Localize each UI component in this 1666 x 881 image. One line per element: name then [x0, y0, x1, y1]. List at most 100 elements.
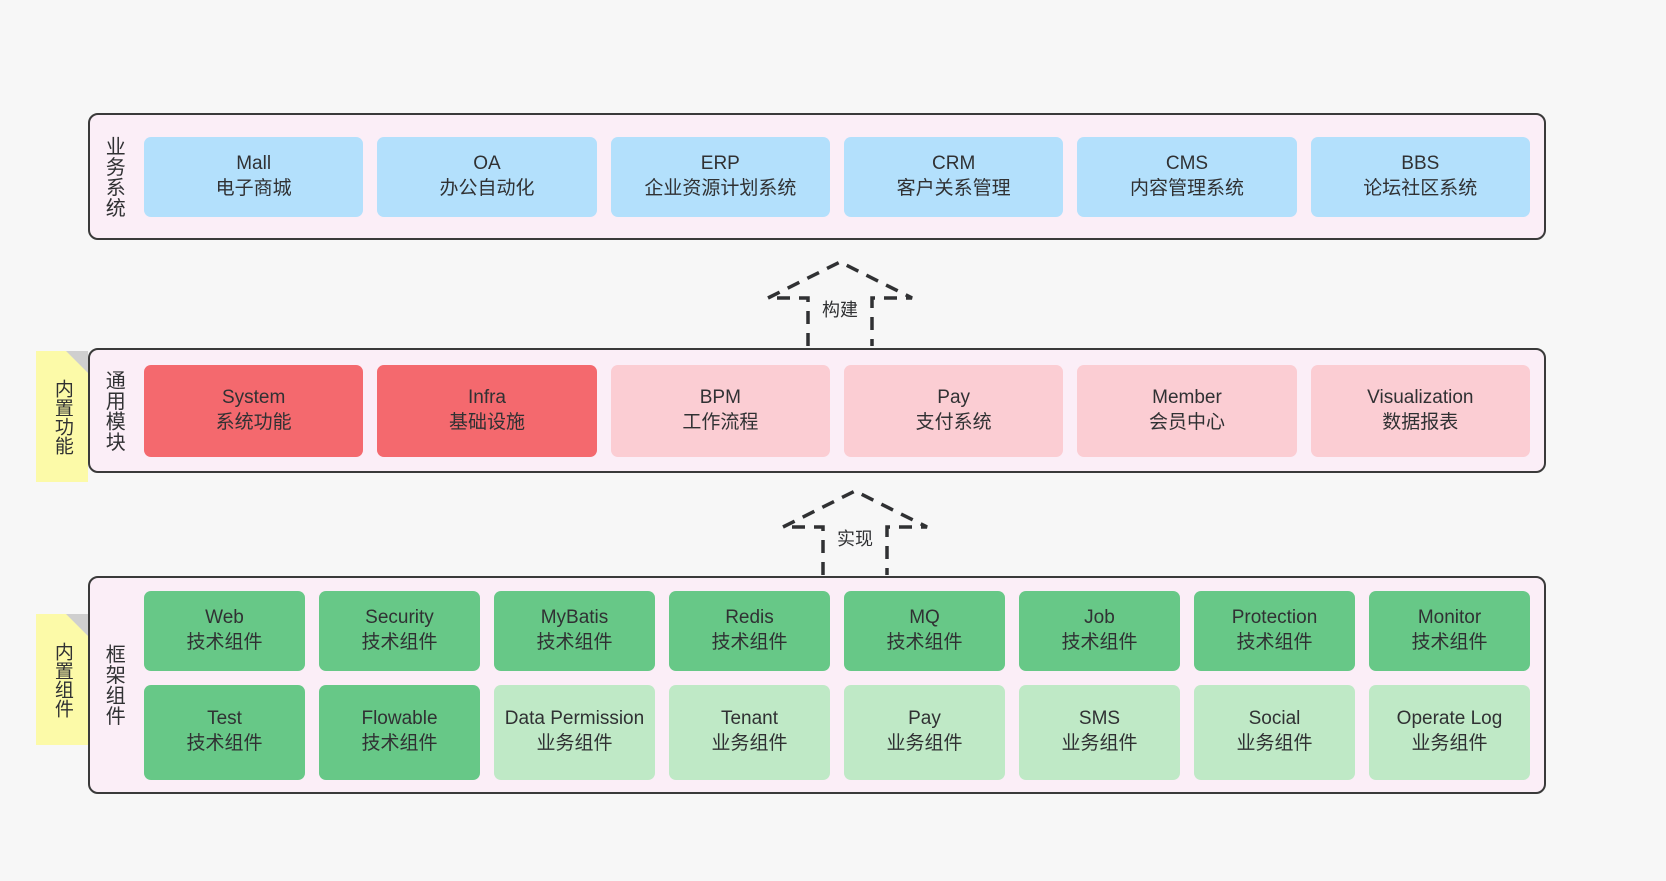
framework-box-web-desc: 技术组件 — [186, 631, 263, 653]
module-box-pay[interactable]: Pay 支付系统 — [843, 364, 1064, 457]
framework-box-redis-name: Redis — [725, 606, 774, 628]
note-fold-corner-icon — [66, 614, 88, 636]
layer-common-module-items: System 系统功能 Infra 基础设施 BPM 工作流程 Pay 支付系统… — [136, 350, 1544, 471]
framework-box-mq-desc: 技术组件 — [886, 631, 963, 653]
layer-business-system-items: Mall 电子商城 OA 办公自动化 ERP 企业资源计划系统 CRM 客户关系… — [136, 115, 1544, 238]
module-box-system-desc: 系统功能 — [215, 411, 292, 433]
framework-box-social-name: Social — [1248, 708, 1301, 730]
business-box-crm[interactable]: CRM 客户关系管理 — [843, 136, 1064, 217]
framework-box-mq-name: MQ — [909, 606, 940, 628]
business-box-cms[interactable]: CMS 内容管理系统 — [1077, 136, 1297, 217]
module-box-system[interactable]: System 系统功能 — [144, 364, 364, 457]
framework-box-job-desc: 技术组件 — [1061, 631, 1138, 653]
business-box-cms-name: CMS — [1165, 152, 1209, 174]
business-box-erp-desc: 企业资源计划系统 — [644, 177, 797, 199]
layer-business-system-title: 业务系统 — [102, 135, 125, 218]
framework-box-mq[interactable]: MQ 技术组件 — [844, 590, 1005, 671]
layer-framework-component: 框架组件 Web 技术组件 Security 技术组件 MyBatis 技术组件… — [88, 576, 1546, 794]
framework-box-web[interactable]: Web 技术组件 — [144, 590, 305, 671]
module-box-visualization-desc: 数据报表 — [1382, 411, 1459, 433]
note-builtin-function: 内置功能 — [36, 351, 88, 482]
framework-box-monitor-desc: 技术组件 — [1411, 631, 1488, 653]
business-box-mall[interactable]: Mall 电子商城 — [144, 136, 364, 217]
layer-framework-component-title: 框架组件 — [102, 644, 125, 726]
business-box-erp-name: ERP — [700, 152, 740, 174]
framework-box-operate-log-name: Operate Log — [1396, 708, 1503, 730]
framework-box-redis[interactable]: Redis 技术组件 — [669, 590, 830, 671]
layer-common-module-title: 通用模块 — [102, 369, 125, 452]
framework-box-monitor-name: Monitor — [1417, 606, 1482, 628]
framework-mixed-row: Test 技术组件 Flowable 技术组件 Data Permission … — [144, 684, 1530, 780]
framework-box-sms-name: SMS — [1078, 708, 1121, 730]
business-box-bbs-desc: 论坛社区系统 — [1363, 177, 1478, 199]
framework-box-operate-log[interactable]: Operate Log 业务组件 — [1369, 684, 1530, 780]
framework-box-mybatis[interactable]: MyBatis 技术组件 — [494, 590, 655, 671]
note-builtin-function-label: 内置功能 — [51, 378, 73, 455]
framework-box-flowable[interactable]: Flowable 技术组件 — [319, 684, 480, 780]
framework-box-sms[interactable]: SMS 业务组件 — [1019, 684, 1180, 780]
module-box-member-desc: 会员中心 — [1148, 411, 1225, 433]
framework-box-sms-desc: 业务组件 — [1061, 733, 1138, 754]
business-box-oa[interactable]: OA 办公自动化 — [377, 136, 597, 217]
business-box-mall-desc: 电子商城 — [215, 177, 292, 199]
framework-box-job-name: Job — [1084, 606, 1115, 628]
framework-box-protection[interactable]: Protection 技术组件 — [1194, 590, 1355, 671]
business-box-mall-name: Mall — [236, 152, 272, 174]
module-box-pay-desc: 支付系统 — [915, 411, 992, 433]
framework-box-monitor[interactable]: Monitor 技术组件 — [1369, 590, 1530, 671]
framework-box-mybatis-name: MyBatis — [540, 606, 609, 628]
framework-box-flowable-desc: 技术组件 — [361, 733, 438, 754]
module-box-infra[interactable]: Infra 基础设施 — [377, 364, 597, 457]
layer-business-system: 业务系统 Mall 电子商城 OA 办公自动化 ERP 企业资源计划系统 CRM… — [88, 113, 1546, 240]
layer-framework-component-items: Web 技术组件 Security 技术组件 MyBatis 技术组件 Redi… — [136, 578, 1544, 792]
framework-box-redis-desc: 技术组件 — [711, 631, 788, 653]
module-box-system-name: System — [221, 386, 286, 408]
framework-box-test-desc: 技术组件 — [186, 733, 263, 754]
module-box-member[interactable]: Member 会员中心 — [1077, 364, 1297, 457]
framework-box-data-permission-desc: 业务组件 — [536, 733, 613, 754]
framework-box-protection-desc: 技术组件 — [1236, 631, 1313, 653]
framework-tech-row: Web 技术组件 Security 技术组件 MyBatis 技术组件 Redi… — [144, 590, 1530, 671]
module-box-bpm[interactable]: BPM 工作流程 — [610, 364, 830, 457]
framework-box-mybatis-desc: 技术组件 — [536, 631, 613, 653]
note-builtin-component: 内置组件 — [36, 614, 88, 745]
framework-box-tenant-desc: 业务组件 — [711, 733, 788, 754]
framework-box-test[interactable]: Test 技术组件 — [144, 684, 305, 780]
module-box-infra-name: Infra — [467, 386, 506, 408]
framework-box-data-permission-name: Data Permission — [504, 708, 645, 730]
framework-box-data-permission[interactable]: Data Permission 业务组件 — [494, 684, 655, 780]
framework-box-security-desc: 技术组件 — [361, 631, 438, 653]
framework-box-social-desc: 业务组件 — [1236, 733, 1313, 754]
framework-box-protection-name: Protection — [1231, 606, 1318, 628]
framework-box-security[interactable]: Security 技术组件 — [319, 590, 480, 671]
business-box-crm-name: CRM — [932, 152, 976, 174]
framework-box-pay-desc: 业务组件 — [886, 733, 963, 754]
business-box-oa-name: OA — [473, 152, 501, 174]
connector-build: 构建 — [760, 258, 920, 354]
module-box-pay-name: Pay — [937, 386, 971, 408]
framework-box-operate-log-desc: 业务组件 — [1411, 733, 1488, 754]
layer-common-module: 通用模块 System 系统功能 Infra 基础设施 BPM 工作流程 Pay… — [88, 348, 1546, 473]
framework-box-web-name: Web — [205, 606, 244, 628]
module-box-bpm-name: BPM — [699, 386, 741, 408]
dashed-up-arrow-icon — [767, 260, 913, 346]
connector-implement-label: 实现 — [837, 529, 873, 549]
framework-box-pay[interactable]: Pay 业务组件 — [844, 684, 1005, 780]
framework-box-job[interactable]: Job 技术组件 — [1019, 590, 1180, 671]
framework-box-tenant[interactable]: Tenant 业务组件 — [669, 684, 830, 780]
framework-box-security-name: Security — [365, 606, 434, 628]
framework-box-flowable-name: Flowable — [361, 708, 438, 730]
module-box-visualization[interactable]: Visualization 数据报表 — [1310, 364, 1530, 457]
module-box-member-name: Member — [1152, 386, 1222, 408]
framework-box-tenant-name: Tenant — [720, 708, 779, 730]
business-box-cms-desc: 内容管理系统 — [1129, 177, 1244, 199]
business-box-crm-desc: 客户关系管理 — [896, 177, 1011, 199]
note-builtin-component-label: 内置组件 — [51, 641, 73, 718]
business-box-bbs[interactable]: BBS 论坛社区系统 — [1310, 136, 1530, 217]
framework-box-social[interactable]: Social 业务组件 — [1194, 684, 1355, 780]
dashed-up-arrow-icon — [782, 489, 928, 575]
connector-build-label: 构建 — [822, 300, 858, 320]
framework-box-pay-name: Pay — [908, 708, 941, 730]
business-box-erp[interactable]: ERP 企业资源计划系统 — [610, 136, 830, 217]
